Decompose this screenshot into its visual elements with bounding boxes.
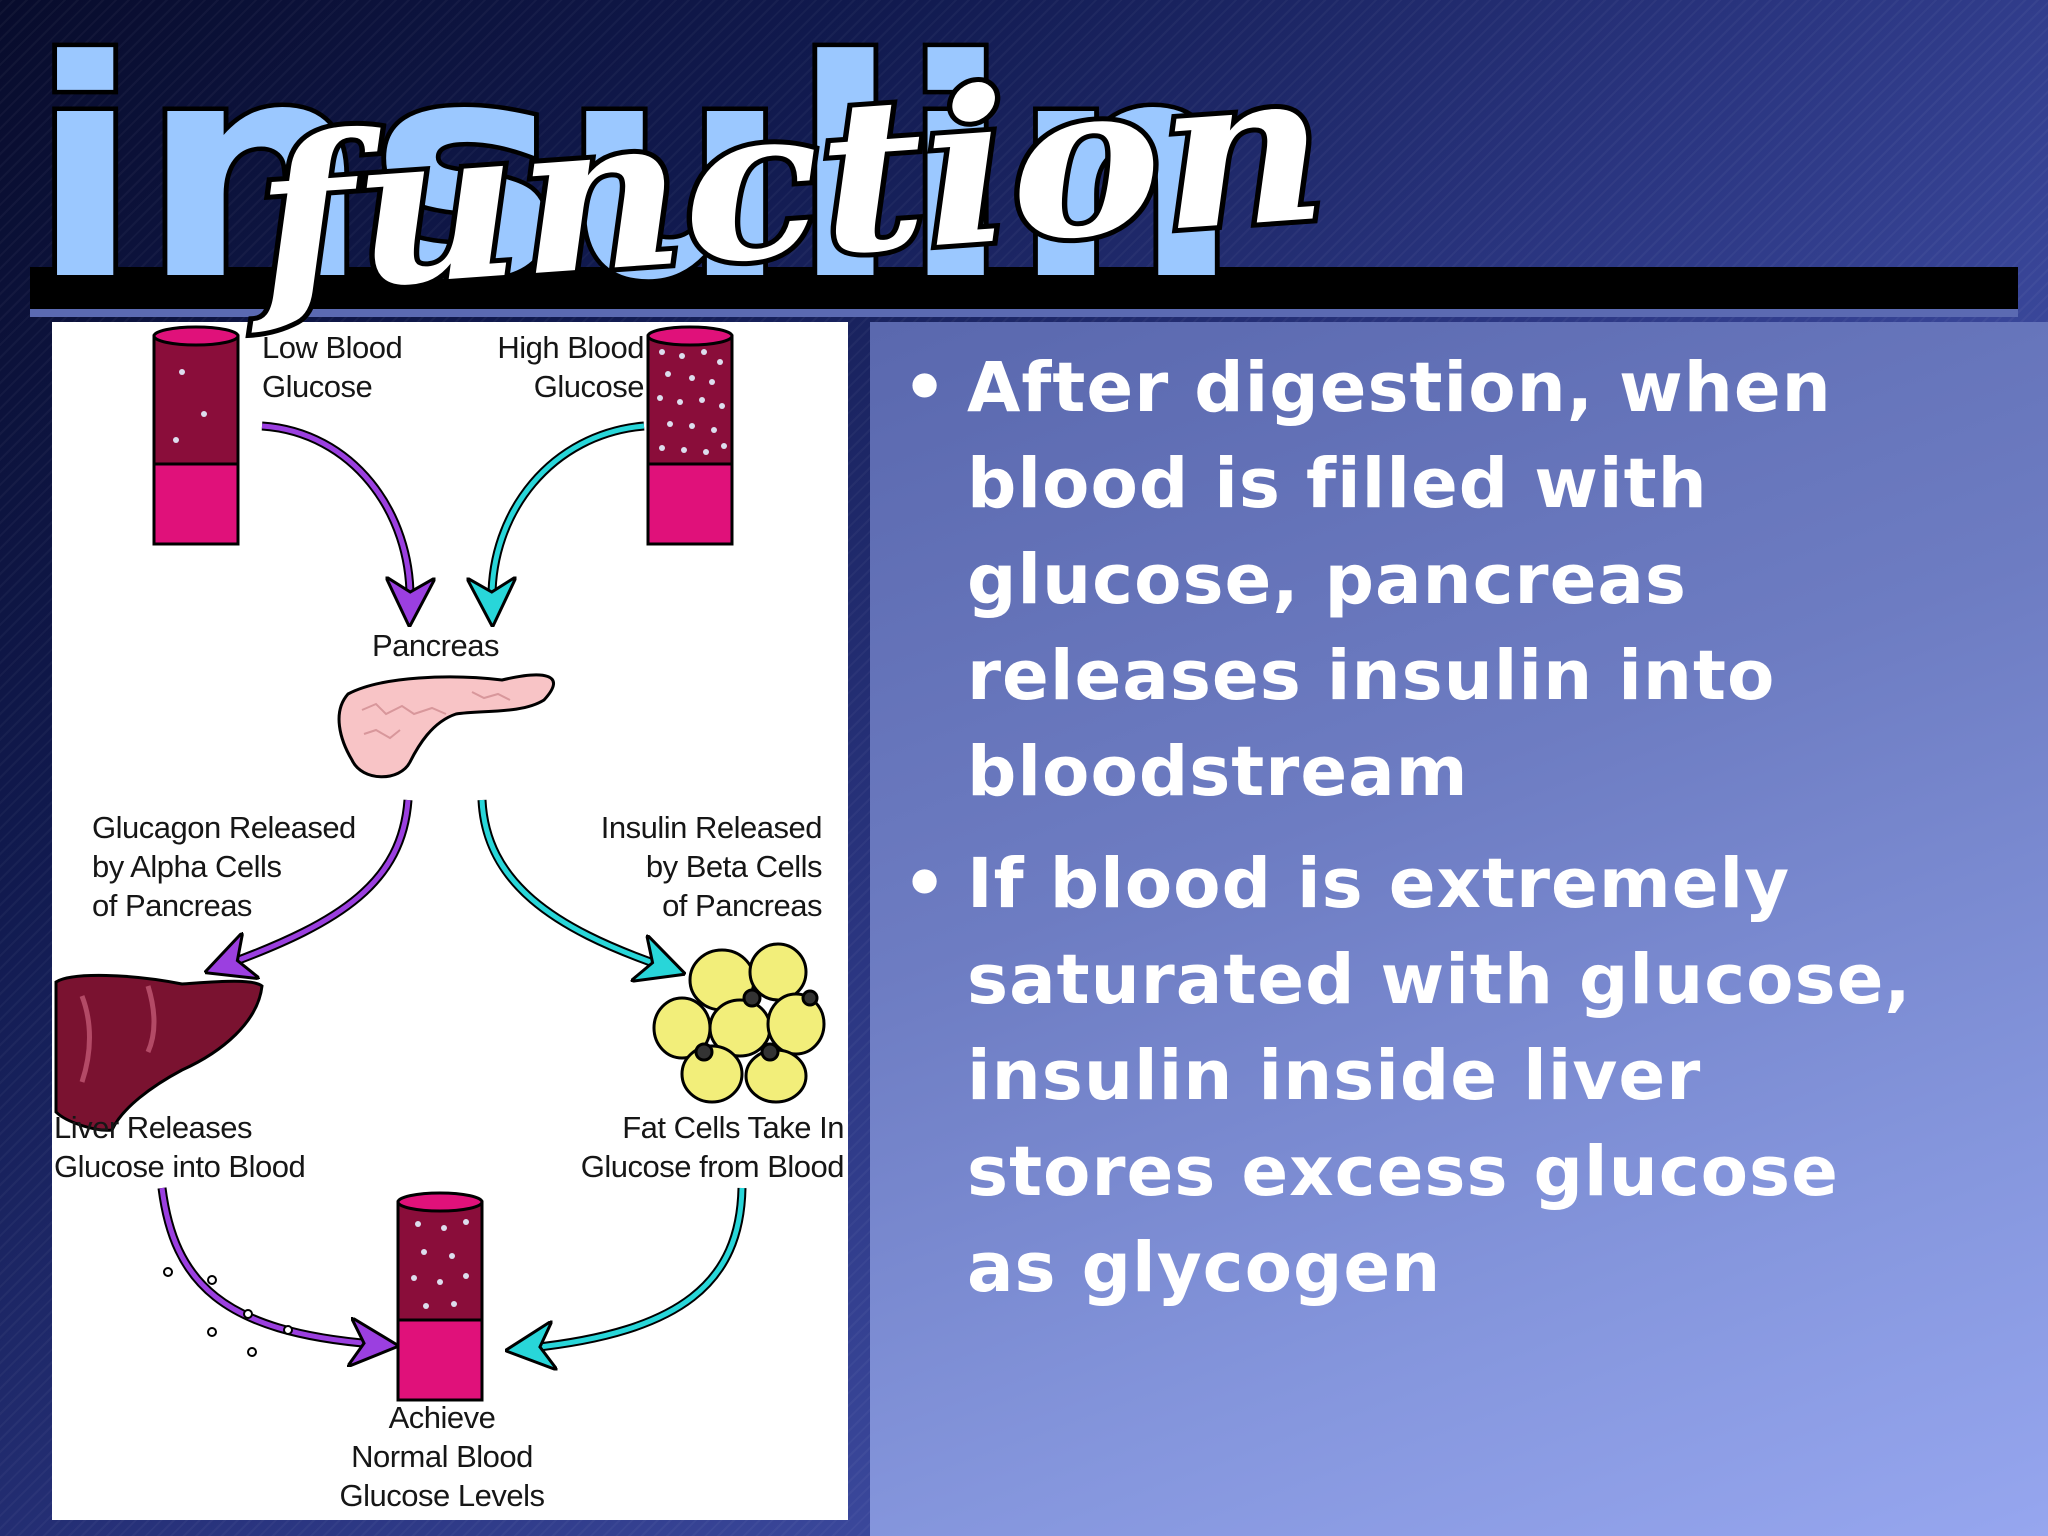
title-underline-highlight [30,309,2018,317]
bullet-line: stores excess glucose [967,1132,1839,1212]
bullet-line: If blood is extremely [967,844,1791,924]
liver-icon [54,973,264,1132]
text-panel [870,322,2048,1536]
arrow-pancreas-to-fat [479,799,662,966]
bullet-saturated: • If blood is extremely saturated with g… [895,836,2025,1316]
bullet-line: After digestion, when [967,348,1832,428]
normal-glucose-vessel-icon [396,1191,484,1402]
bullet-dot-icon: • [902,844,948,924]
bullet-dot-icon: • [902,348,948,428]
label-glucagon-released: Glucagon Released by Alpha Cells of Panc… [92,810,356,923]
label-liver-releases: Liver Releases Glucose into Blood [54,1110,306,1184]
arrow-liver-to-normal [159,1187,374,1344]
label-pancreas: Pancreas [372,628,499,663]
title-underline [30,267,2018,309]
pancreas-icon [337,673,555,779]
label-achieve-normal: Achieve Normal Blood Glucose Levels [339,1400,545,1513]
label-fat-cells: Fat Cells Take In Glucose from Blood [580,1110,845,1184]
bullet-list: • After digestion, when blood is filled … [895,340,2025,1332]
low-glucose-vessel-icon [152,325,240,546]
bullet-digestion: • After digestion, when blood is filled … [895,340,2025,820]
bullet-line: releases insulin into [967,636,1776,716]
high-glucose-vessel-icon [646,325,734,546]
bullet-line: saturated with glucose, [967,940,1912,1020]
arrow-pancreas-to-liver [228,799,411,964]
bullet-line: as glycogen [967,1228,1442,1308]
glucose-regulation-diagram: Low Blood Glucose High Blood Glucose Pan… [52,322,848,1520]
bullet-line: glucose, pancreas [967,540,1688,620]
slide-title: insulin function [26,0,1338,351]
arrow-low-to-pancreas [261,423,410,602]
label-insulin-released: Insulin Released by Beta Cells of Pancre… [600,810,823,923]
title-main: insulin [30,0,1240,346]
arrow-fat-to-normal [530,1187,745,1348]
label-high-blood-glucose: High Blood Glucose [497,330,644,404]
fat-cells-icon [652,942,826,1104]
diagram-drawing [54,325,826,1402]
label-low-blood-glucose: Low Blood Glucose [262,330,403,404]
bullet-line: bloodstream [967,732,1469,812]
bullet-line: blood is filled with [967,444,1708,524]
arrow-high-to-pancreas [492,423,645,602]
bullet-line: insulin inside liver [967,1036,1702,1116]
